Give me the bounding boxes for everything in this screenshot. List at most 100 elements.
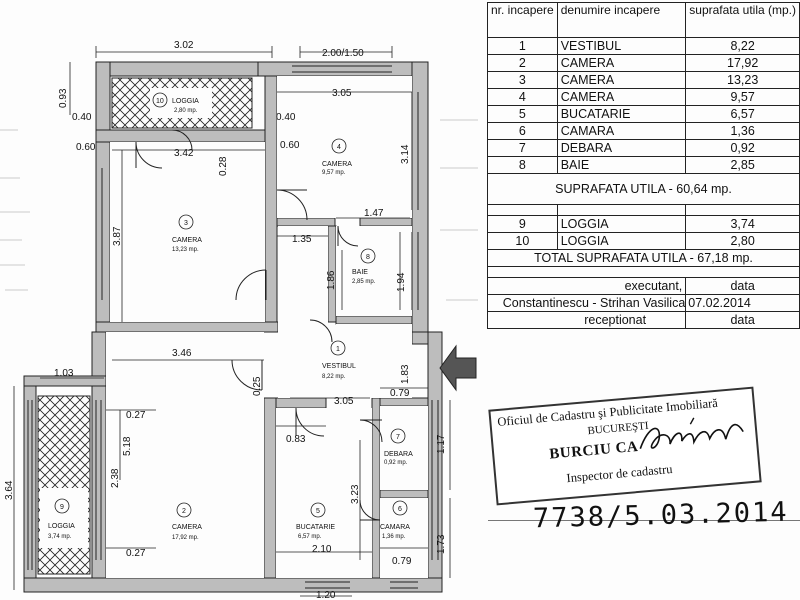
room-10-area: 2,80 mp. — [174, 108, 198, 114]
table-row: 4 CAMERA 9,57 — [487, 88, 800, 106]
room-4-area: 9,57 mp. — [322, 170, 346, 176]
row-area: 13,23 — [685, 71, 800, 89]
row-name: DEBARA — [556, 139, 687, 157]
row-nr: 10 — [487, 232, 558, 250]
room-6-area: 1,36 mp. — [382, 534, 406, 540]
header-name: denumire incapere — [556, 2, 687, 38]
row-nr: 1 — [487, 37, 558, 55]
registration-number: 7738/5.03.2014 — [532, 496, 789, 535]
room-7-area: 0,92 mp. — [384, 460, 408, 466]
room-5-number: 5 — [316, 508, 320, 515]
room-labels: 10 LOGGIA 2,80 mp. 4 CAMERA 9,57 mp. 3 C… — [48, 92, 413, 541]
dim-1-03: 1.03 — [54, 368, 74, 379]
row-nr: 6 — [487, 122, 558, 140]
dim-3-02: 3.02 — [174, 40, 194, 51]
header-area: suprafata utila (mp.) — [685, 2, 800, 38]
row-name: CAMERA — [556, 71, 687, 89]
spacer-cell — [487, 266, 800, 278]
total-text: TOTAL SUPRAFATA UTILA - 67,18 mp. — [487, 249, 800, 267]
row-name: BAIE — [556, 156, 687, 174]
room-10-label: 10 LOGGIA 2,80 mp. — [152, 92, 199, 114]
executant-label: executant, — [486, 277, 687, 295]
scan-artifacts — [0, 119, 478, 301]
row-area: 3,74 — [685, 215, 800, 233]
room-5-name: BUCATARIE — [296, 524, 335, 531]
row-area: 9,57 — [685, 88, 800, 106]
room-9-area: 3,74 mp. — [48, 534, 72, 540]
dim-0-40-right: 0.40 — [276, 112, 296, 123]
room-1-name: VESTIBUL — [322, 363, 356, 370]
dim-3-64: 3.64 — [4, 480, 15, 500]
dim-0-60-left: 0.60 — [76, 142, 96, 153]
room-10-number: 10 — [156, 98, 164, 105]
row-nr: 2 — [487, 54, 558, 72]
dim-0-83: 0.83 — [286, 434, 306, 445]
suprafata-utila-text: SUPRAFATA UTILA - 60,64 mp. — [487, 173, 800, 205]
receptionat-row: receptionat data — [486, 311, 800, 329]
dim-0-79-bottom: 0.79 — [392, 556, 412, 567]
windows — [27, 65, 439, 589]
room-8-label: 8 BAIE 2,85 mp. — [352, 248, 376, 285]
room-4-number: 4 — [337, 144, 341, 151]
room-9-number: 9 — [60, 504, 64, 511]
executant-label-row: executant, data — [486, 277, 800, 295]
row-area: 2,80 — [685, 232, 800, 250]
table-spacer-row — [487, 266, 800, 278]
row-nr: 9 — [487, 215, 558, 233]
table-row: 7 DEBARA 0,92 — [487, 139, 800, 157]
table-row: 6 CAMARA 1,36 — [487, 122, 800, 140]
rooms-table: nr. incapere denumire incapere suprafata… — [486, 2, 800, 329]
row-nr: 3 — [487, 71, 558, 89]
dim-3-23: 3.23 — [350, 484, 361, 504]
room-3-area: 13,23 mp. — [172, 247, 199, 253]
dimension-lines — [13, 46, 451, 597]
room-2-area: 17,92 mp. — [172, 535, 199, 541]
room-floors — [106, 76, 428, 578]
table-row: 3 CAMERA 13,23 — [487, 71, 800, 89]
doors — [135, 129, 383, 521]
table-row: 10 LOGGIA 2,80 — [487, 232, 800, 250]
room-10-name: LOGGIA — [172, 98, 199, 105]
dim-0-93: 0.93 — [58, 88, 69, 108]
floor-plan: 3.02 2.00/1.50 3.05 0.93 0.40 0.40 0.60 … — [0, 40, 478, 600]
row-area: 6,57 — [685, 105, 800, 123]
room-7-label: 7 DEBARA 0,92 mp. — [384, 428, 413, 466]
row-area: 8,22 — [685, 37, 800, 55]
table-row: 8 BAIE 2,85 — [487, 156, 800, 174]
row-nr: 7 — [487, 139, 558, 157]
room-8-area: 2,85 mp. — [352, 279, 376, 285]
spacer-cell — [556, 204, 687, 216]
spacer-cell — [685, 204, 800, 216]
total-row: TOTAL SUPRAFATA UTILA - 67,18 mp. — [487, 249, 800, 267]
room-4-name: CAMERA — [322, 161, 352, 168]
room-8-name: BAIE — [352, 269, 368, 276]
receptionat-label: receptionat — [486, 311, 687, 329]
dim-1-47: 1.47 — [364, 208, 384, 219]
row-name: CAMARA — [556, 122, 687, 140]
row-name: BUCATARIE — [556, 105, 687, 123]
dim-3-42: 3.42 — [174, 148, 194, 159]
row-name: LOGGIA — [556, 215, 687, 233]
stamp-inspector-title: Inspector de cadastru — [565, 461, 673, 486]
room-7-number: 7 — [396, 434, 400, 441]
row-name: CAMERA — [556, 88, 687, 106]
handwritten-signature — [639, 417, 744, 449]
room-6-name: CAMARA — [380, 524, 410, 531]
room-5-area: 6,57 mp. — [298, 534, 322, 540]
row-name: VESTIBUL — [556, 37, 687, 55]
row-name: LOGGIA — [556, 232, 687, 250]
executant-date: 07.02.2014 — [685, 294, 800, 312]
dim-2-00-1-50: 2.00/1.50 — [322, 48, 364, 59]
registration-underline — [488, 520, 800, 522]
loggia-hatching — [37, 77, 253, 575]
stamp-inspector-name: BURCIU CA — [548, 438, 639, 463]
data-label-1: data — [685, 277, 800, 295]
header-nr: nr. incapere — [487, 2, 558, 38]
room-5-label: 5 BUCATARIE 6,57 mp. — [296, 502, 335, 540]
dim-3-05: 3.05 — [332, 88, 352, 99]
suprafata-utila-row: SUPRAFATA UTILA - 60,64 mp. — [487, 173, 800, 205]
room-8-number: 8 — [366, 254, 370, 261]
dim-1-94: 1.94 — [396, 272, 407, 292]
table-spacer-row — [487, 204, 800, 216]
dim-1-83: 1.83 — [400, 364, 411, 384]
